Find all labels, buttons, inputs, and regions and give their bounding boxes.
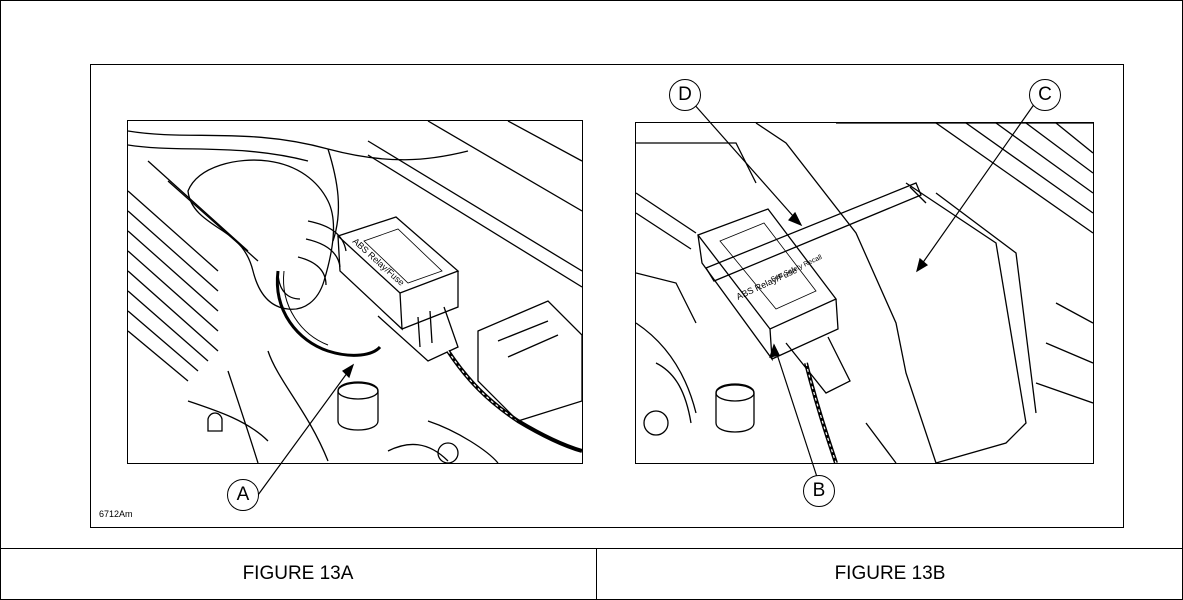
illustration-figure-13a — [127, 120, 583, 464]
engine-bay-drawing-a — [128, 121, 582, 463]
caption-figure-13a: FIGURE 13A — [242, 563, 354, 584]
engine-bay-drawing-b — [636, 123, 1093, 463]
callout-b-label: B — [812, 480, 826, 501]
illustration-box: A B C D 6712Am — [90, 64, 1124, 528]
figure-code: 6712Am — [99, 509, 133, 519]
caption-figure-13b: FIGURE 13B — [834, 563, 946, 584]
callout-c-label: C — [1038, 84, 1052, 105]
callout-a: A — [227, 479, 259, 511]
caption-divider-vertical — [596, 548, 597, 600]
callout-a-label: A — [236, 484, 250, 505]
callout-b: B — [803, 475, 835, 507]
illustration-figure-13b — [635, 122, 1094, 464]
callout-d-label: D — [678, 84, 692, 105]
caption-divider-horizontal — [0, 548, 1183, 549]
callout-c: C — [1029, 79, 1061, 111]
callout-d: D — [669, 79, 701, 111]
